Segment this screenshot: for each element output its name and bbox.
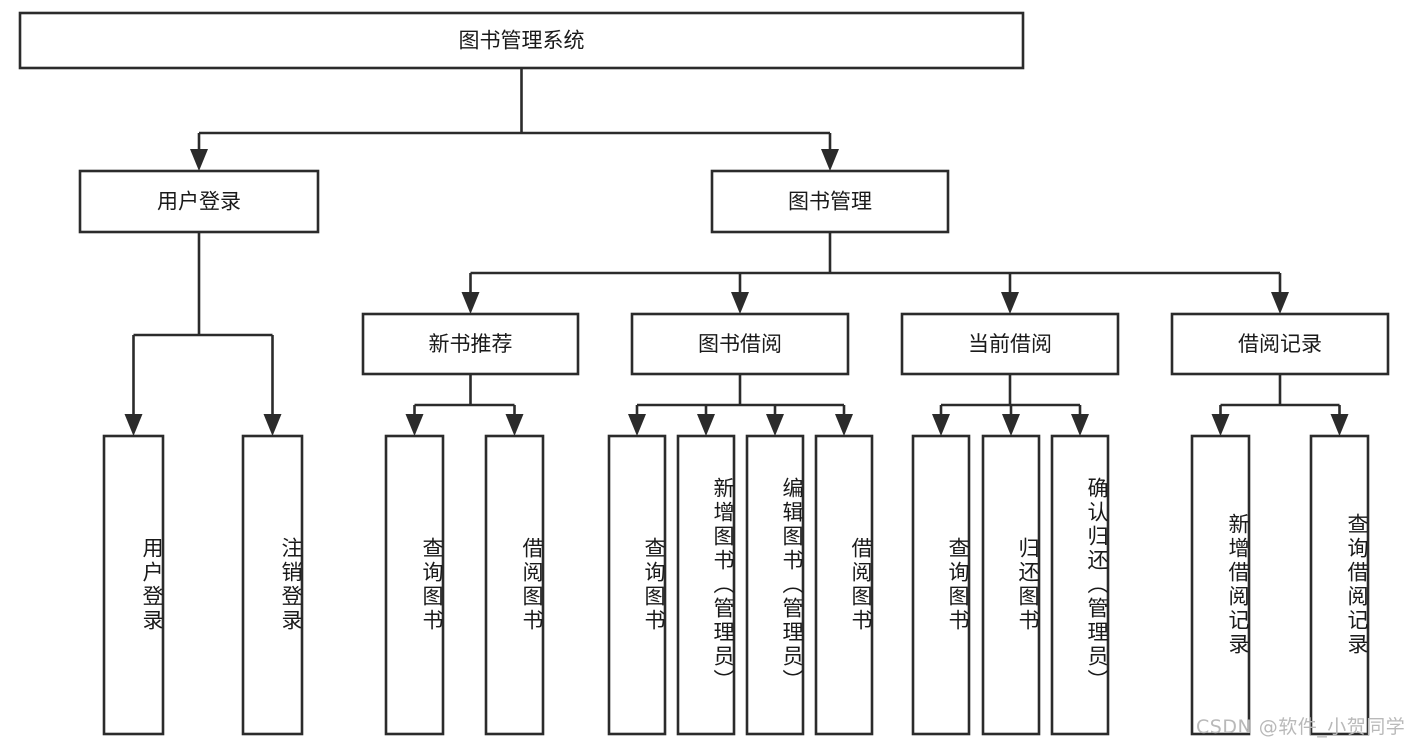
node-label-user-login: 用户登录 (157, 190, 241, 214)
arrow-head-icon-current-borrow (1001, 292, 1019, 314)
arrow-head-icon-book-borrow (731, 292, 749, 314)
node-box-leaf-add-book[interactable] (676, 434, 736, 736)
node-box-leaf-borrow-book-2[interactable] (814, 434, 874, 736)
node-box-leaf-query-book-1[interactable] (384, 434, 445, 736)
node-box-leaf-borrow-book-1[interactable] (484, 434, 545, 736)
node-box-leaf-return-book[interactable] (981, 434, 1041, 736)
node-box-leaf-edit-book[interactable] (745, 434, 805, 736)
node-box-leaf-query-book-3[interactable] (911, 434, 971, 736)
node-box-leaf-confirm-return[interactable] (1050, 434, 1110, 736)
csdn-watermark: CSDN @软件_小贺同学 (1196, 716, 1405, 738)
node-label-current-borrow: 当前借阅 (968, 332, 1052, 356)
arrow-head-icon-leaf-logout (263, 414, 282, 436)
node-box-leaf-logout[interactable] (241, 434, 304, 736)
node-label-book-manage: 图书管理 (788, 190, 872, 214)
arrow-head-icon-leaf-query-record (1330, 414, 1349, 436)
arrow-head-icon-leaf-add-book (697, 414, 715, 436)
arrow-head-icon-new-book-recommend (461, 292, 480, 314)
node-label-root: 图书管理系统 (459, 29, 585, 53)
arrow-head-icon-leaf-edit-book (766, 414, 784, 436)
node-box-leaf-query-record[interactable] (1309, 434, 1370, 736)
arrow-head-icon-borrow-record (1271, 292, 1289, 314)
node-box-leaf-add-record[interactable] (1190, 434, 1251, 736)
arrow-head-icon-leaf-user-login (124, 414, 143, 436)
node-label-new-book-recommend: 新书推荐 (429, 332, 513, 356)
connectors-layer (124, 68, 1349, 436)
node-box-book-borrow[interactable] (630, 312, 850, 376)
arrow-head-icon-leaf-query-book-1 (405, 414, 424, 436)
arrow-head-icon-leaf-query-book-3 (932, 414, 950, 436)
node-label-book-borrow: 图书借阅 (698, 332, 782, 356)
arrow-head-icon-user-login (190, 149, 208, 171)
arrow-head-icon-leaf-confirm-return (1071, 414, 1089, 436)
node-box-leaf-query-book-2[interactable] (607, 434, 667, 736)
node-label-borrow-record: 借阅记录 (1238, 332, 1322, 356)
arrow-head-icon-leaf-return-book (1002, 414, 1020, 436)
node-box-user-login[interactable] (78, 169, 320, 234)
arrow-head-icon-leaf-borrow-book-1 (505, 414, 524, 436)
arrow-head-icon-leaf-borrow-book-2 (835, 414, 853, 436)
node-box-leaf-user-login[interactable] (102, 434, 165, 736)
node-box-root[interactable] (18, 11, 1025, 70)
arrow-head-icon-leaf-add-record (1211, 414, 1230, 436)
node-box-current-borrow[interactable] (900, 312, 1120, 376)
node-box-book-manage[interactable] (710, 169, 950, 234)
boxes-layer (18, 11, 1390, 736)
node-box-new-book-recommend[interactable] (361, 312, 580, 376)
node-box-borrow-record[interactable] (1170, 312, 1390, 376)
arrow-head-icon-book-manage (821, 149, 839, 171)
arrow-head-icon-leaf-query-book-2 (628, 414, 646, 436)
